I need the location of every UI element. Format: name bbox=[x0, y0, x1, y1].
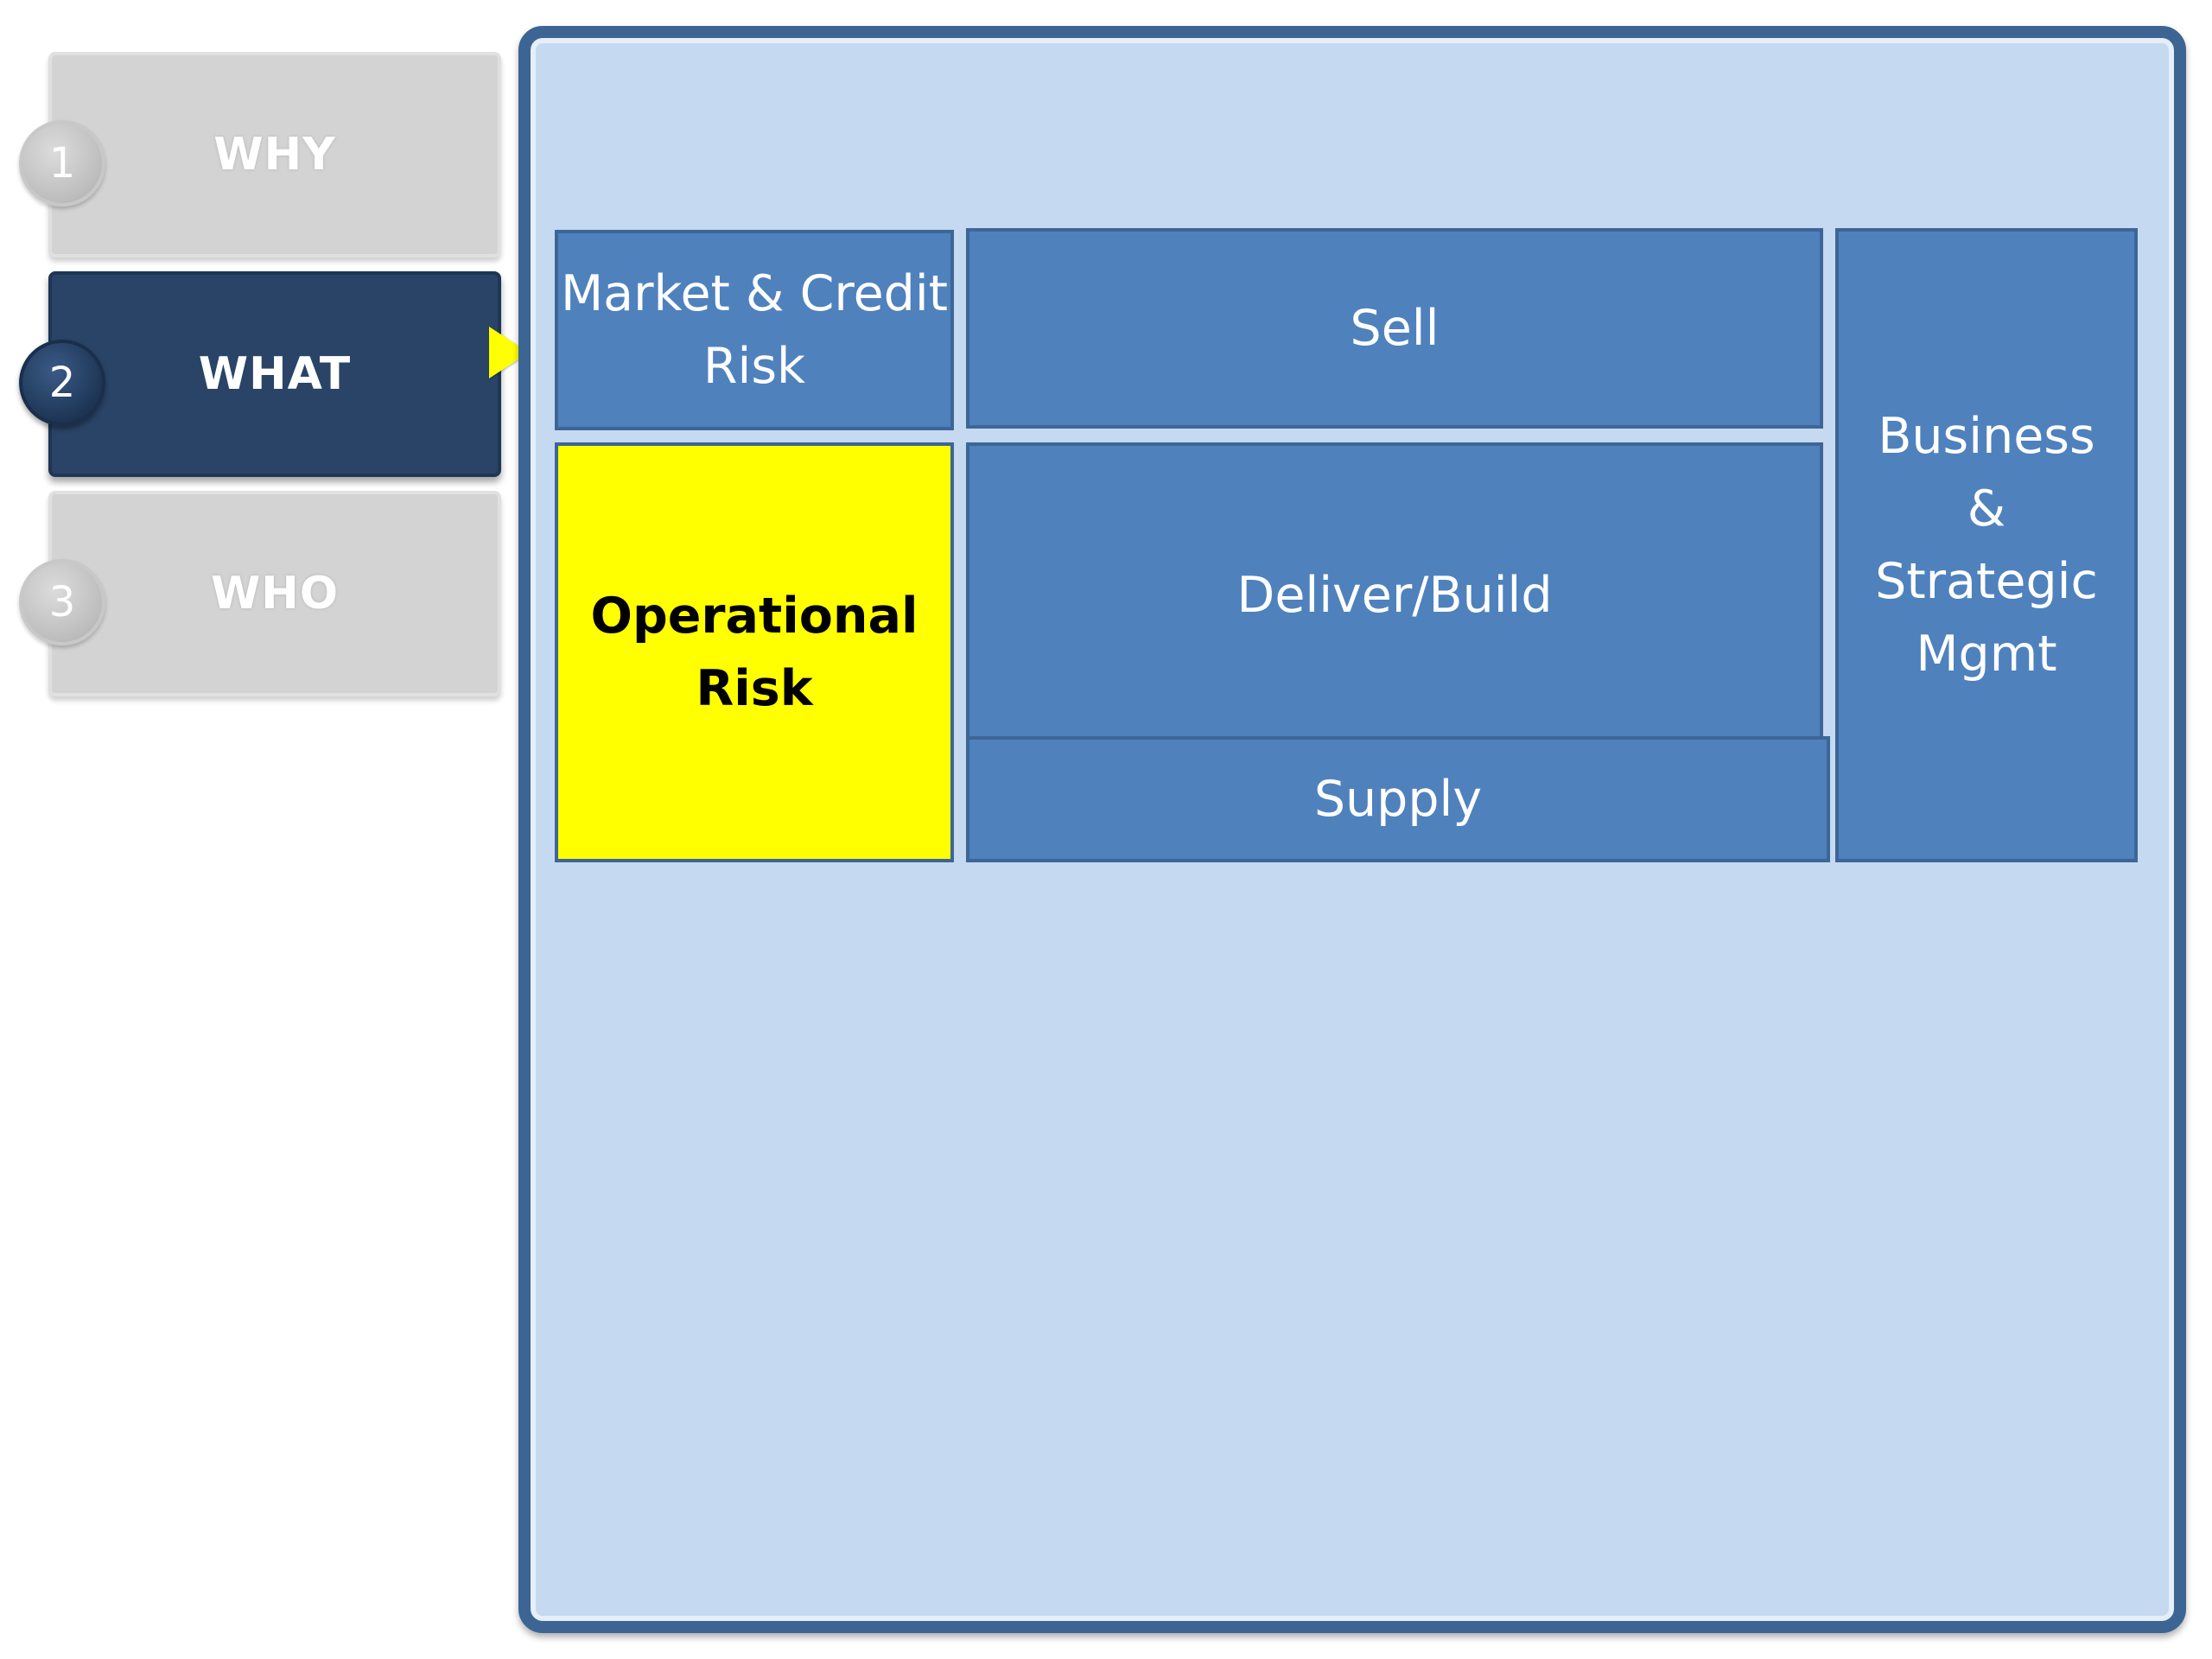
step-number-badge: 2 bbox=[19, 340, 105, 426]
box-market-credit-risk[interactable]: Market & Credit Risk bbox=[555, 230, 954, 430]
step-number-badge: 1 bbox=[19, 120, 105, 207]
box-operational-risk[interactable]: Operational Risk bbox=[555, 442, 954, 862]
box-supply[interactable]: Supply bbox=[966, 736, 1830, 862]
box-business-strategic-mgmt[interactable]: Business & Strategic Mgmt bbox=[1835, 228, 2138, 862]
box-label: Sell bbox=[1350, 300, 1440, 357]
box-label: Deliver/Build bbox=[1236, 567, 1553, 624]
step-label-why: WHY bbox=[213, 129, 336, 181]
box-label: Supply bbox=[1313, 771, 1483, 828]
step-number-badge: 3 bbox=[19, 559, 105, 645]
box-label: Market & Credit Risk bbox=[560, 265, 949, 395]
box-deliver-build[interactable]: Deliver/Build bbox=[966, 442, 1823, 748]
main-panel: Market & Credit Risk Operational Risk Se… bbox=[518, 26, 2186, 1633]
step-what[interactable]: 2 WHAT bbox=[19, 271, 501, 477]
step-why[interactable]: 1 WHY bbox=[19, 52, 501, 257]
step-who[interactable]: 3 WHO bbox=[19, 491, 501, 696]
step-label-what: WHAT bbox=[198, 348, 352, 400]
box-label: Operational Risk bbox=[590, 588, 918, 717]
step-label-who: WHO bbox=[210, 568, 340, 620]
box-sell[interactable]: Sell bbox=[966, 228, 1823, 429]
box-label: Business & Strategic Mgmt bbox=[1875, 408, 2098, 683]
